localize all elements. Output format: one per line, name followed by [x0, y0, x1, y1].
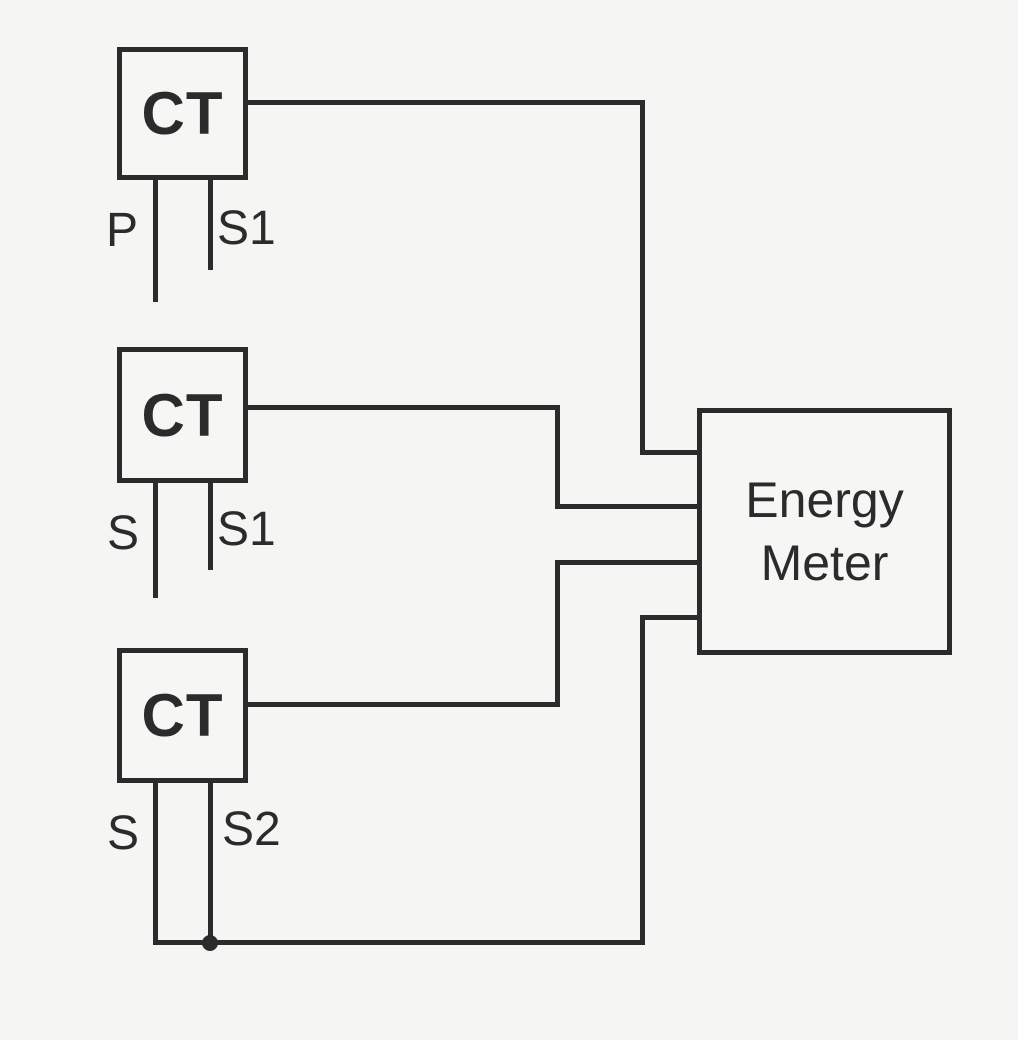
ct-block-bottom: CT — [117, 648, 248, 783]
ct-bottom-lead-s — [153, 780, 158, 945]
ct-block-top-label: CT — [141, 80, 224, 147]
ct-bottom-terminal-label-s2: S2 — [222, 803, 281, 856]
wire-meter-to-ct-bottom-vertical — [555, 560, 560, 707]
ct-top-lead-p — [153, 178, 158, 302]
ct-bottom-terminal-label-s: S — [107, 807, 140, 860]
ct-middle-terminal-label-s1: S1 — [217, 503, 276, 556]
ct-block-middle-label: CT — [141, 381, 224, 449]
wire-bottom-bus — [153, 940, 645, 945]
ct-block-top: CT — [117, 47, 248, 180]
ct-top-terminal-label-p: P — [106, 204, 139, 257]
wire-ct-middle-to-meter-stub — [555, 504, 697, 509]
wire-ct-top-to-meter-stub — [640, 450, 697, 455]
ct-block-middle: CT — [117, 347, 248, 483]
ct-top-lead-s1 — [208, 178, 213, 270]
wire-meter-to-ct-bottom-stub — [555, 560, 697, 565]
ct-block-bottom-label: CT — [141, 682, 224, 749]
ct-middle-lead-s1 — [208, 480, 213, 570]
energy-meter-label-line1: Energy — [745, 471, 904, 528]
wire-meter-to-bus-vertical — [640, 615, 645, 945]
ct-middle-terminal-label-s: S — [107, 507, 140, 560]
wire-ct-top-to-meter-horizontal — [246, 100, 645, 105]
wire-ct-top-to-meter-vertical — [640, 100, 645, 455]
wire-meter-to-ct-bottom-horizontal — [246, 702, 560, 707]
wire-ct-middle-to-meter-horizontal — [246, 405, 560, 410]
energy-meter-label-line2: Meter — [760, 534, 889, 591]
wire-meter-to-bus-stub — [640, 615, 697, 620]
junction-dot — [202, 935, 218, 951]
energy-meter-block: Energy Meter — [697, 408, 952, 655]
wire-ct-middle-to-meter-vertical — [555, 405, 560, 509]
ct-bottom-lead-s2 — [208, 780, 213, 945]
ct-top-terminal-label-s1: S1 — [217, 202, 276, 255]
ct-middle-lead-s — [153, 480, 158, 598]
